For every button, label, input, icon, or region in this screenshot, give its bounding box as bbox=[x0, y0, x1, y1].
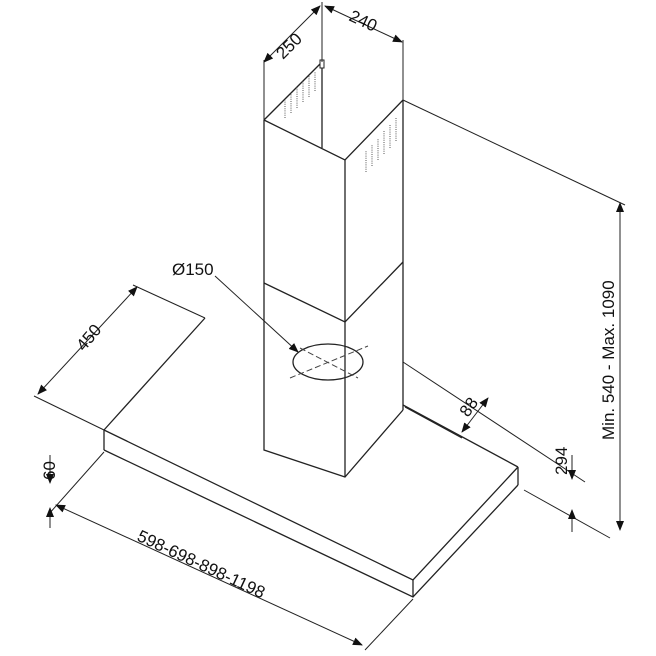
hood-depth-label: 450 bbox=[73, 321, 106, 355]
chimney-width-label: 240 bbox=[346, 6, 380, 35]
duct-diameter-label: Ø150 bbox=[172, 260, 214, 279]
hood-body bbox=[103, 317, 519, 598]
chimney-lower bbox=[263, 261, 404, 478]
chimney-offset-label: 88 bbox=[456, 394, 482, 420]
hood-thickness-label: 60 bbox=[40, 461, 59, 480]
chimney-offset-dim bbox=[461, 397, 489, 433]
vent-grille-left bbox=[284, 72, 316, 118]
chimney-depth-label: 250 bbox=[272, 29, 305, 62]
vent-grille-right bbox=[365, 118, 397, 172]
chimney-depth-dim bbox=[263, 5, 321, 63]
hood-width-dim bbox=[55, 504, 363, 646]
duct-leader-line bbox=[214, 275, 299, 353]
duct-outlet bbox=[289, 343, 369, 381]
hood-depth-back-label: 294 bbox=[552, 447, 571, 475]
hood-depth-dim bbox=[37, 286, 138, 395]
chimney-width-dim bbox=[324, 5, 403, 43]
hood-width-label: 598-698-898-1198 bbox=[134, 526, 268, 602]
chimney-upper bbox=[263, 59, 404, 322]
chimney-height-label: Min. 540 - Max. 1090 bbox=[599, 280, 618, 440]
